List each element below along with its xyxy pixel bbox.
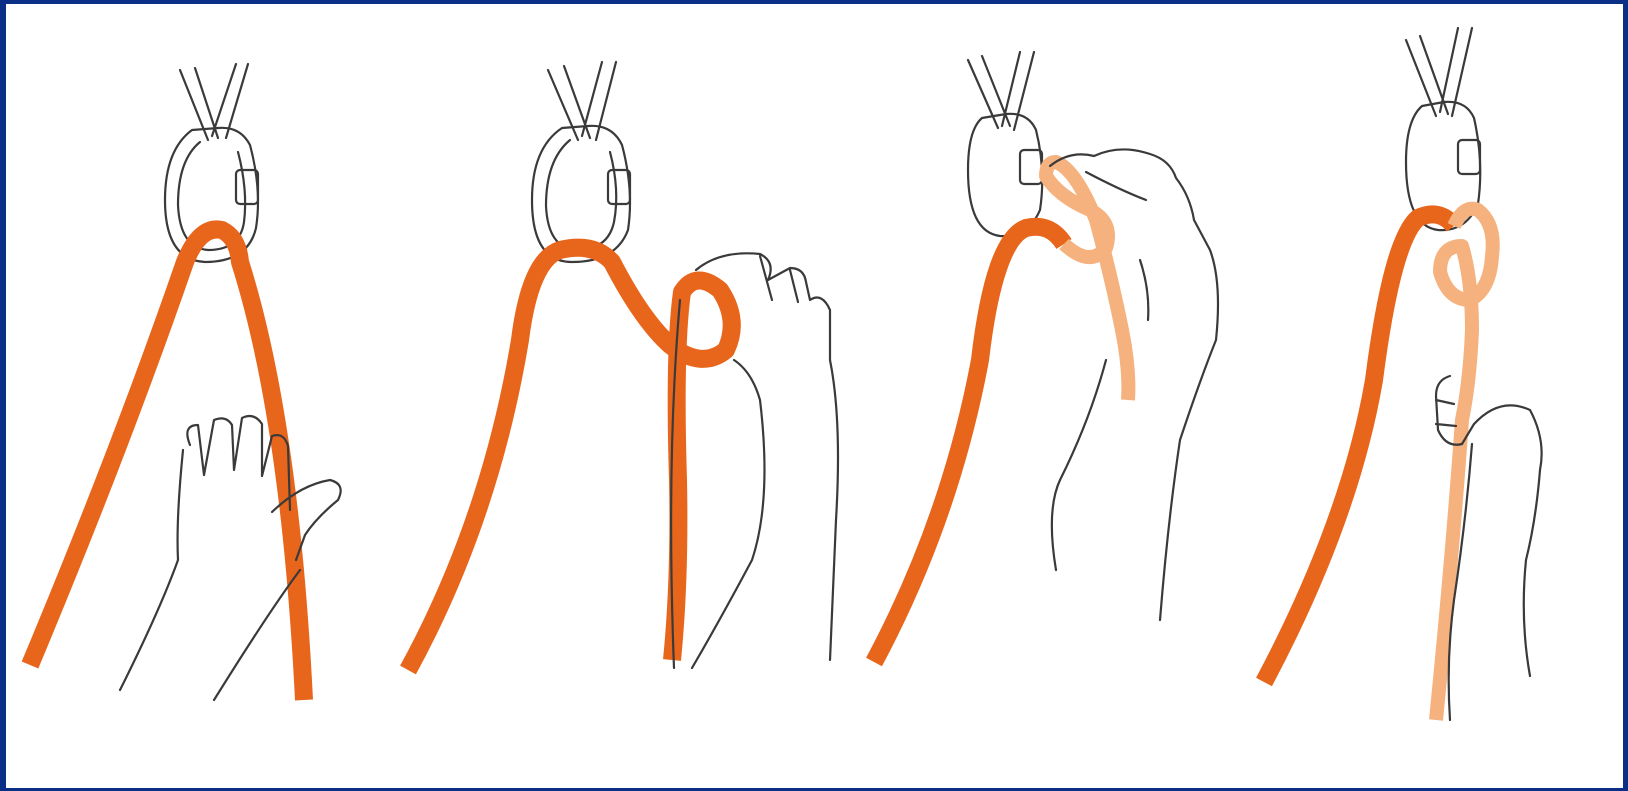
sling-icon <box>968 52 1034 130</box>
knot-step-4-illustration <box>1240 0 1620 791</box>
rope-strand <box>408 248 732 670</box>
hand-icon <box>692 253 838 668</box>
rope-loop <box>1436 209 1493 720</box>
rope-strand <box>874 227 1064 662</box>
knot-step-3-illustration <box>850 0 1240 791</box>
carabiner-icon <box>968 114 1042 236</box>
rope-strand <box>1264 214 1454 682</box>
rope-loop <box>1046 162 1128 400</box>
knot-step-1-illustration <box>0 0 380 791</box>
frame-border-right <box>1623 0 1628 791</box>
knot-step-2-illustration <box>380 0 850 791</box>
